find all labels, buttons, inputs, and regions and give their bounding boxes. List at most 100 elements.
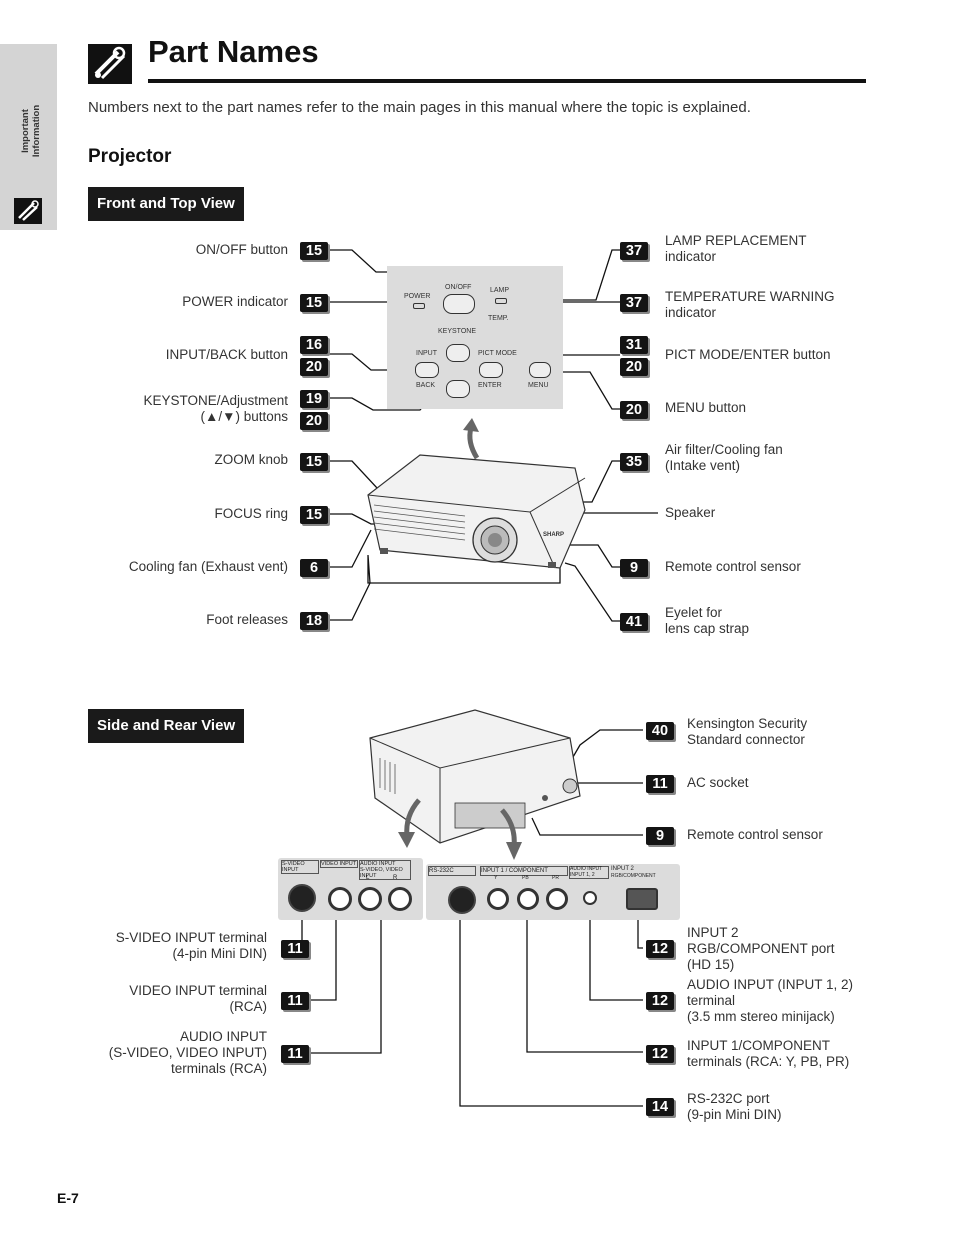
arrow-down-left-icon: [398, 798, 421, 848]
video-input-terminal[interactable]: [328, 887, 352, 911]
rs232c-label: RS-232C: [428, 866, 476, 876]
intro-text: Numbers next to the part names refer to …: [88, 99, 751, 116]
arrow-up-icon: [463, 418, 480, 460]
rs232c-port[interactable]: [448, 886, 476, 914]
label-air-filter-cooling-fan: Air filter/Cooling fan(Intake vent): [665, 442, 783, 473]
page-badge: 11: [281, 1045, 309, 1063]
front-view-heading: Front and Top View: [88, 187, 244, 221]
audio-input-l-terminal[interactable]: [358, 887, 382, 911]
pr-label: PR: [552, 875, 559, 881]
label-svideo-input-terminal: S-VIDEO INPUT terminal(4-pin Mini DIN): [115, 930, 267, 961]
title-rule: [148, 79, 866, 83]
input1-pr-terminal[interactable]: [546, 888, 568, 910]
label-on-off-button: ON/OFF button: [195, 242, 288, 257]
audio-l-label: L: [366, 875, 370, 881]
label-menu-button: MENU button: [665, 400, 747, 415]
audio-input-r-terminal[interactable]: [388, 887, 412, 911]
label-keystone-buttons: KEYSTONE/Adjustment(▲/▼) buttons: [143, 393, 288, 424]
svideo-input-label: S-VIDEO INPUT: [281, 860, 319, 874]
page-badge: 9: [646, 827, 674, 845]
page-badge: 6: [300, 559, 328, 577]
label-cooling-fan-exhaust: Cooling fan (Exhaust vent): [128, 559, 288, 574]
menu-button[interactable]: [529, 362, 551, 378]
temp-label: TEMP.: [488, 315, 509, 322]
page-badge: 12: [646, 992, 674, 1010]
page-badge: 12: [646, 940, 674, 958]
label-speaker: Speaker: [665, 505, 716, 520]
lamp-indicator: [495, 298, 507, 304]
page-badge: 41: [620, 613, 648, 631]
page-badge: 11: [646, 775, 674, 793]
page-badge: 11: [281, 940, 309, 958]
page-badge: 15: [300, 294, 328, 312]
keystone-up-button[interactable]: [446, 344, 470, 362]
y-label: Y: [494, 875, 498, 881]
enter-label: ENTER: [478, 382, 502, 389]
page-badge: 40: [646, 722, 674, 740]
label-audio-input-12-terminal: AUDIO INPUT (INPUT 1, 2)terminal(3.5 mm …: [687, 977, 854, 1024]
label-video-input-terminal: VIDEO INPUT terminal(RCA): [129, 983, 267, 1014]
page-badge: 20: [620, 401, 648, 419]
label-foot-releases: Foot releases: [206, 612, 288, 627]
page-title: Part Names: [148, 34, 319, 69]
label-rs232c-port: RS-232C port(9-pin Mini DIN): [687, 1091, 782, 1122]
label-zoom-knob: ZOOM knob: [214, 452, 288, 467]
pict-mode-label: PICT MODE: [478, 350, 517, 357]
on-off-button[interactable]: [443, 294, 475, 314]
page-badge: 11: [281, 992, 309, 1010]
page-badge: 9: [620, 559, 648, 577]
menu-label: MENU: [528, 382, 549, 389]
page-badge: 31: [620, 336, 648, 354]
tools-icon: [14, 198, 42, 224]
page-badge: 20: [300, 358, 328, 376]
label-remote-control-sensor: Remote control sensor: [665, 559, 801, 574]
pict-mode-enter-button[interactable]: [479, 362, 503, 378]
input2-rgb-component-port[interactable]: [626, 888, 658, 910]
page-badge: 16: [300, 336, 328, 354]
keystone-label: KEYSTONE: [438, 328, 476, 335]
input1-y-terminal[interactable]: [487, 888, 509, 910]
power-label: POWER: [404, 293, 431, 300]
page-badge: 15: [300, 453, 328, 471]
page-badge: 20: [300, 412, 328, 430]
lamp-label: LAMP: [490, 287, 510, 294]
page-badge: 14: [646, 1098, 674, 1116]
page-badge: 20: [620, 358, 648, 376]
label-ac-socket: AC socket: [687, 775, 749, 790]
pb-label: PB: [522, 875, 529, 881]
audio-r-label: R: [393, 875, 398, 881]
svideo-input-terminal[interactable]: [288, 884, 316, 912]
audio-input-12-minijack[interactable]: [583, 891, 597, 905]
label-power-indicator: POWER indicator: [182, 294, 288, 309]
input1-component-label: INPUT 1 / COMPONENT: [480, 866, 568, 876]
power-indicator: [413, 303, 425, 309]
pc-terminal-panel: RS-232C INPUT 1 / COMPONENT Y PB PR AUDI…: [426, 864, 680, 920]
page-badge: 19: [300, 390, 328, 408]
video-input-label: VIDEO INPUT: [320, 860, 358, 868]
projector-front-illustration: SHARP: [367, 454, 586, 569]
input-back-button[interactable]: [415, 362, 439, 378]
keystone-down-button[interactable]: [446, 380, 470, 398]
page-badge: 37: [620, 242, 648, 260]
input1-pb-terminal[interactable]: [517, 888, 539, 910]
page-badge: 15: [300, 506, 328, 524]
rear-view-heading: Side and Rear View: [88, 709, 245, 743]
label-pict-mode-enter-button: PICT MODE/ENTER button: [665, 347, 831, 362]
control-panel: ON/OFF POWER LAMP TEMP. KEYSTONE INPUT P…: [387, 266, 563, 409]
projector-rear-illustration: [369, 709, 581, 844]
tools-icon: [88, 44, 132, 84]
page-number: E-7: [57, 1190, 79, 1206]
page-badge: 35: [620, 453, 648, 471]
label-audio-input-terminals: AUDIO INPUT(S-VIDEO, VIDEO INPUT)termina…: [108, 1029, 267, 1076]
label-remote-control-sensor-rear: Remote control sensor: [687, 827, 823, 842]
